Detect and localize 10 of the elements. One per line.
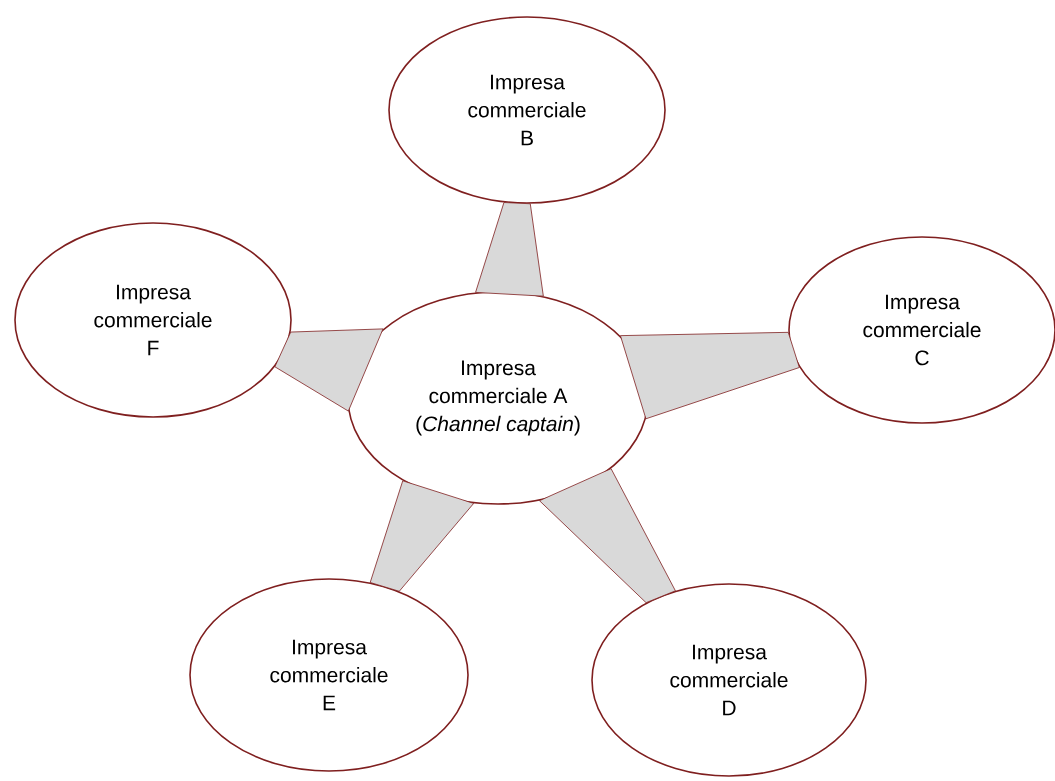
ellipse-node: Impresa commerciale D — [591, 583, 867, 777]
ellipse-node: Impresa commerciale B — [388, 16, 666, 204]
ellipse-node: Impresa commerciale A (Channel captain) — [347, 291, 649, 505]
connector-wedge — [620, 331, 800, 420]
connector-wedge — [539, 468, 676, 604]
ellipse-node: Impresa commerciale F — [14, 222, 292, 418]
connector-wedge — [475, 202, 544, 297]
ellipse-node: Impresa commerciale E — [189, 578, 469, 772]
connector-wedge — [369, 480, 475, 592]
connector-wedge — [274, 328, 384, 412]
